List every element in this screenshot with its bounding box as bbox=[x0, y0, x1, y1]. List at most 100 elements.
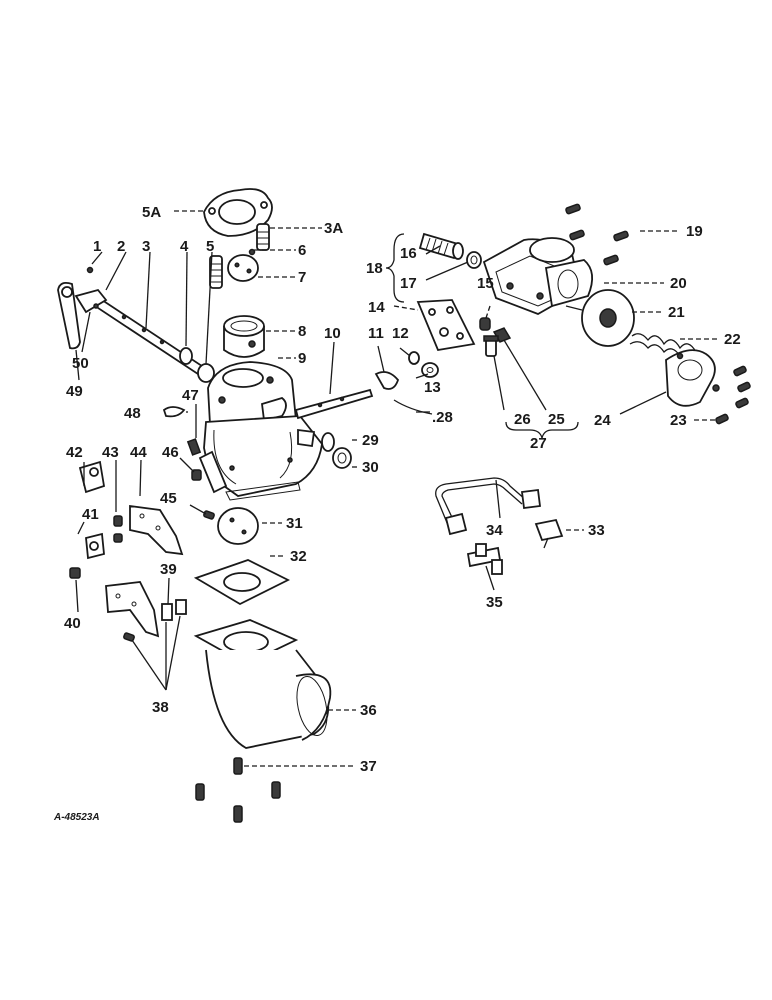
label-1: 1 bbox=[93, 238, 101, 255]
part-33-fitting bbox=[534, 518, 564, 549]
part-5-plug bbox=[209, 255, 223, 289]
part-3a-plug bbox=[256, 223, 270, 251]
label-3a: 3A bbox=[324, 220, 343, 237]
label-27: 27 bbox=[530, 435, 547, 452]
label-24: 24 bbox=[594, 412, 611, 429]
part-11-clip bbox=[374, 371, 400, 390]
label-26: 26 bbox=[514, 411, 531, 428]
label-45: 45 bbox=[160, 490, 177, 507]
label-39: 39 bbox=[160, 561, 177, 578]
label-4: 4 bbox=[180, 238, 189, 255]
part-34-fuel-line bbox=[435, 477, 542, 536]
part-49-lever bbox=[57, 266, 108, 350]
label-37: 37 bbox=[360, 758, 377, 775]
label-35: 35 bbox=[486, 594, 503, 611]
label-32: 32 bbox=[290, 548, 307, 565]
callout-labels: 1 2 3 4 5 5A 3A 6 7 8 9 10 11 12 13 14 1… bbox=[53, 204, 741, 823]
part-43-screw bbox=[113, 515, 123, 543]
label-50: 50 bbox=[72, 355, 89, 372]
part-31-plate bbox=[217, 507, 259, 545]
label-38: 38 bbox=[152, 699, 169, 716]
label-42: 42 bbox=[66, 444, 83, 461]
label-30: 30 bbox=[362, 459, 379, 476]
part-45-screw bbox=[203, 510, 215, 520]
part-40-nut bbox=[69, 567, 81, 579]
label-18: 18 bbox=[366, 260, 383, 277]
part-15-plug bbox=[479, 317, 491, 331]
part-42-lever bbox=[78, 460, 106, 494]
label-5: 5 bbox=[206, 238, 214, 255]
label-28: .28 bbox=[432, 409, 453, 426]
label-33: 33 bbox=[588, 522, 605, 539]
part-35-tee bbox=[466, 543, 503, 575]
part-32-gasket bbox=[193, 559, 291, 606]
part-26-valve bbox=[483, 335, 499, 357]
label-44: 44 bbox=[130, 444, 147, 461]
label-19: 19 bbox=[686, 223, 703, 240]
label-7: 7 bbox=[298, 269, 306, 286]
part-21-diaphragm bbox=[565, 289, 635, 347]
label-43: 43 bbox=[102, 444, 119, 461]
part-16-strainer bbox=[418, 232, 464, 260]
label-3: 3 bbox=[142, 238, 150, 255]
label-14: 14 bbox=[368, 299, 385, 316]
part-44-bracket bbox=[129, 504, 184, 556]
label-10: 10 bbox=[324, 325, 341, 342]
part-12-washer bbox=[408, 351, 420, 365]
label-29: 29 bbox=[362, 432, 379, 449]
part-48-pin bbox=[162, 406, 186, 418]
label-9: 9 bbox=[298, 350, 306, 367]
part-37-bolts bbox=[195, 757, 281, 823]
part-24-cover bbox=[665, 349, 720, 407]
label-40: 40 bbox=[64, 615, 81, 632]
label-17: 17 bbox=[400, 275, 417, 292]
leader-lines bbox=[75, 210, 720, 767]
label-47: 47 bbox=[182, 387, 199, 404]
part-38-screw bbox=[123, 632, 135, 642]
part-47-screw bbox=[186, 438, 202, 456]
label-11: 11 bbox=[368, 325, 384, 342]
drawing-code: A-48523A bbox=[53, 812, 100, 823]
part-3-shaft bbox=[90, 294, 215, 383]
label-16: 16 bbox=[400, 245, 417, 262]
part-20-pump-body bbox=[482, 237, 594, 315]
part-30-bushing bbox=[332, 447, 352, 469]
label-34: 34 bbox=[486, 522, 503, 539]
part-9-body bbox=[198, 361, 323, 501]
label-25: 25 bbox=[548, 411, 565, 428]
part-38-bracket bbox=[105, 581, 160, 638]
label-48: 48 bbox=[124, 405, 141, 422]
label-23: 23 bbox=[670, 412, 687, 429]
part-8-float bbox=[223, 315, 265, 358]
part-7-disk bbox=[227, 248, 259, 282]
label-46: 46 bbox=[162, 444, 179, 461]
label-13: 13 bbox=[424, 379, 441, 396]
label-49: 49 bbox=[66, 383, 83, 400]
label-41: 41 bbox=[82, 506, 99, 523]
part-17-gasket bbox=[466, 251, 482, 269]
label-36: 36 bbox=[360, 702, 377, 719]
label-20: 20 bbox=[670, 275, 687, 292]
part-41-lever bbox=[85, 532, 105, 560]
label-8: 8 bbox=[298, 323, 306, 340]
part-14-gasket bbox=[416, 299, 476, 352]
part-28-wire bbox=[393, 399, 433, 415]
part-29-bushing bbox=[321, 432, 335, 452]
part-13-washer bbox=[421, 362, 439, 378]
part-5a-gasket bbox=[203, 188, 273, 237]
part-19-screws bbox=[565, 203, 629, 266]
label-21: 21 bbox=[668, 304, 685, 321]
label-2: 2 bbox=[117, 238, 125, 255]
label-31: 31 bbox=[286, 515, 303, 532]
part-39-clip bbox=[161, 599, 187, 621]
part-36-elbow bbox=[193, 619, 332, 749]
label-6: 6 bbox=[298, 242, 306, 259]
label-15: 15 bbox=[477, 275, 494, 292]
label-12: 12 bbox=[392, 325, 409, 342]
part-10-shaft bbox=[294, 388, 374, 448]
label-22: 22 bbox=[724, 331, 741, 348]
part-23-screws bbox=[715, 365, 751, 425]
part-46-nut bbox=[191, 469, 202, 481]
label-5a: 5A bbox=[142, 204, 161, 221]
